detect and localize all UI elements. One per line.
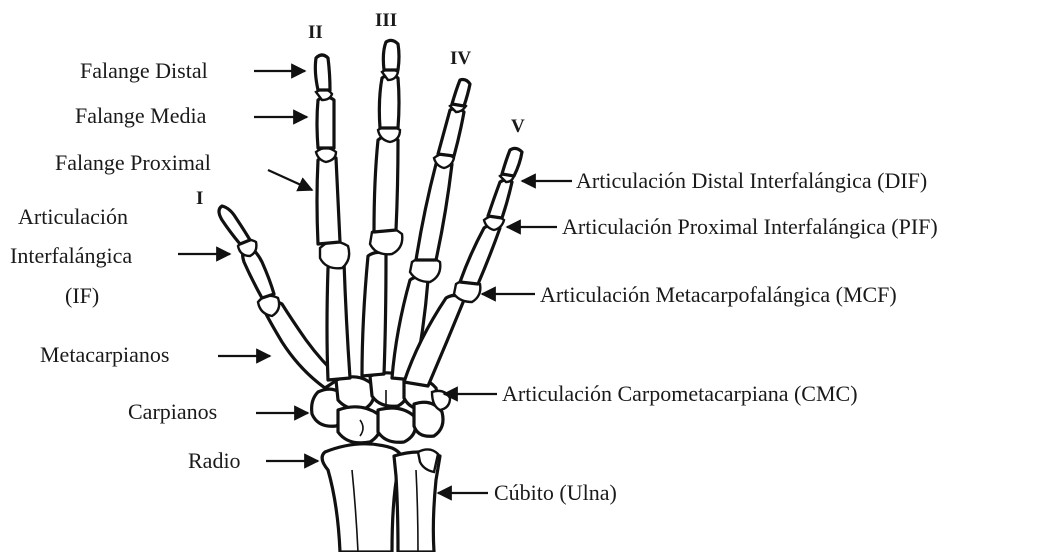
label-falange-proximal: Falange Proximal bbox=[55, 150, 211, 175]
label-falange-distal: Falange Distal bbox=[80, 58, 208, 83]
label-dif: Articulación Distal Interfalángica (DIF) bbox=[576, 168, 927, 193]
index-finger-bones bbox=[315, 55, 350, 380]
finger-numeral-i: I bbox=[196, 188, 203, 209]
label-cubito: Cúbito (Ulna) bbox=[494, 480, 617, 505]
label-metacarpianos: Metacarpianos bbox=[40, 342, 170, 367]
label-articulacion-if-2: Interfalángica bbox=[10, 243, 132, 268]
label-radio: Radio bbox=[188, 448, 241, 473]
middle-finger-bones bbox=[362, 40, 402, 376]
finger-numeral-iii: III bbox=[375, 10, 397, 31]
label-pif: Articulación Proximal Interfalángica (PI… bbox=[562, 214, 938, 239]
label-falange-media: Falange Media bbox=[75, 103, 207, 128]
finger-numeral-iv: IV bbox=[450, 48, 471, 69]
label-carpianos: Carpianos bbox=[128, 399, 217, 424]
ulna-bone bbox=[394, 449, 440, 552]
label-mcf: Articulación Metacarpofalángica (MCF) bbox=[540, 282, 897, 307]
finger-numeral-v: V bbox=[511, 116, 525, 137]
radius-bone bbox=[322, 444, 402, 552]
label-cmc: Articulación Carpometacarpiana (CMC) bbox=[502, 381, 858, 406]
arrow-falange-proximal bbox=[268, 170, 312, 190]
label-articulacion-if-3: (IF) bbox=[65, 283, 99, 308]
label-articulacion-if-1: Articulación bbox=[18, 204, 128, 229]
finger-numeral-ii: II bbox=[308, 22, 323, 43]
